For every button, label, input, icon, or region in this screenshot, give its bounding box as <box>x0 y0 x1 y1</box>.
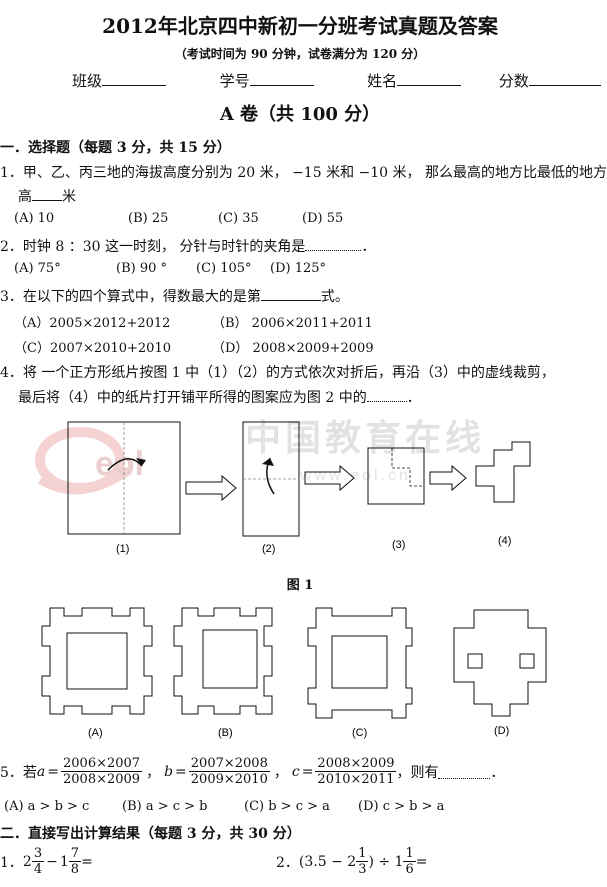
q5-option-b: (B) a > c > b <box>122 799 208 814</box>
fig1-step3-square <box>367 447 425 505</box>
q5-var-c: c <box>291 763 300 780</box>
p1-equals: = <box>81 853 93 870</box>
q5-end: ． <box>490 764 505 781</box>
figure-1: (1) (2) (3) (4) <box>67 421 531 555</box>
fig1-label-2: (2) <box>262 543 275 555</box>
q3-option-c: （C）2007×2010+2010 <box>14 341 171 356</box>
p1-operator: − <box>46 853 58 870</box>
field-score-blank[interactable] <box>528 71 601 86</box>
q1-line1: 1．甲、乙、丙三地的海拔高度分别为 20 米， −15 米和 −10 米， 那么… <box>0 165 607 181</box>
q5-prefix: 5．若 <box>0 764 37 781</box>
q3-option-b: （B） 2006×2011+2011 <box>212 316 373 331</box>
field-class-blank[interactable] <box>102 71 167 86</box>
fig1-arrow-3-icon <box>429 464 467 492</box>
q5-var-b: b <box>164 763 174 780</box>
q2-option-c: (C) 105° <box>196 261 252 276</box>
page-title: 2012年北京四中新初一分班考试真题及答案 <box>102 14 498 38</box>
fig1-arrow-2-icon <box>304 464 355 492</box>
part1-heading: 一．选择题（每题 3 分，共 15 分） <box>0 140 231 156</box>
q2-answer-blank[interactable] <box>305 237 362 251</box>
q4-text: 最后将（4）中的纸片打开铺平所得的图案应为图 2 中的 <box>18 390 367 406</box>
q5-option-d: (D) c > b > a <box>358 799 445 814</box>
q4-answer-blank[interactable] <box>366 388 407 402</box>
fig2-label-d: (D) <box>494 725 509 737</box>
q4-line2: 最后将（4）中的纸片打开铺平所得的图案应为图 2 中的 ． <box>18 387 421 407</box>
q5-then: ，则有 <box>396 764 439 781</box>
section-a-title: A 卷（共 100 分） <box>219 104 381 125</box>
q1-option-d: (D) 55 <box>302 211 344 226</box>
q2-option-b: (B) 90 ° <box>116 261 168 276</box>
fig2-option-d-shape <box>453 609 547 717</box>
q3-answer-blank[interactable] <box>260 287 321 301</box>
q1-option-c: (C) 35 <box>218 211 259 226</box>
exam-subtitle: （考试时间为 90 分钟，试卷满分为 120 分） <box>174 47 426 61</box>
q3-option-a: （A）2005×2012+2012 <box>14 316 171 331</box>
q4-line1: 4．将 一个正方形纸片按图 1 中（1）（2）的方式依次对折后，再沿（3）中的虚… <box>0 365 555 381</box>
fig2-option-a-shape <box>41 607 153 715</box>
p1-whole-2: 1 <box>59 853 69 870</box>
q5-option-a: (A) a > b > c <box>4 799 90 814</box>
q3-end: 式。 <box>320 289 349 305</box>
q3-option-d: （D） 2008×2009+2009 <box>212 341 374 356</box>
q1-option-b: (B) 25 <box>128 211 169 226</box>
student-info-fields: 班级 学号 姓名 分数 <box>72 70 601 91</box>
p1-whole-1: 2 <box>22 853 32 870</box>
q1-text-high: 高 <box>18 189 32 205</box>
fig2-option-c-shape <box>307 607 413 719</box>
fig2-option-b-shape <box>173 607 273 715</box>
fold-arrow-icon <box>107 458 143 471</box>
fig1-label-4: (4) <box>498 535 511 547</box>
q5-answer-blank[interactable] <box>438 765 491 779</box>
q4-end: ． <box>406 390 421 406</box>
q1-text-unit: 米 <box>62 189 76 205</box>
p2-prefix: (3.5 − 2 <box>298 853 357 870</box>
q5-option-c: (C) b > c > a <box>244 799 330 814</box>
q2-option-a: (A) 75° <box>14 261 61 276</box>
p2-equals: = <box>415 853 428 870</box>
fig1-step4-shape <box>475 441 531 503</box>
field-name-label: 姓名 <box>367 72 398 90</box>
figure-2: (A) (B) (C) (D) <box>41 607 547 739</box>
fig2-label-a: (A) <box>88 727 103 739</box>
fig1-label-1: (1) <box>116 543 129 555</box>
fig1-step2-rect <box>242 421 300 537</box>
p2-number: 2． <box>276 854 299 871</box>
q2-question: 2．时钟 8 ：30 这一时刻， 分针与时针的夹角是 ． <box>0 236 375 256</box>
field-id-label: 学号 <box>219 72 250 90</box>
q2-end: ． <box>361 239 376 255</box>
q3-question: 3．在以下的四个算式中，得数最大的是第 式。 <box>0 286 349 306</box>
p1-number: 1． <box>0 854 23 871</box>
p2-middle: ) ÷ 1 <box>368 853 404 870</box>
field-score-label: 分数 <box>498 72 529 90</box>
field-id-blank[interactable] <box>249 71 314 86</box>
q2-option-d: (D) 125° <box>270 261 327 276</box>
q5-var-a: a <box>36 763 46 780</box>
q3-text: 3．在以下的四个算式中，得数最大的是第 <box>0 289 261 305</box>
field-name-blank[interactable] <box>397 71 462 86</box>
fig1-arrow-1-icon <box>185 474 237 502</box>
fig1-label-3: (3) <box>392 539 405 551</box>
field-class-label: 班级 <box>72 72 103 90</box>
fig1-step1-square <box>67 421 181 535</box>
q1-line2: 高米 <box>18 186 76 206</box>
q1-answer-blank[interactable] <box>32 187 62 201</box>
fig2-label-c: (C) <box>352 727 367 739</box>
fig2-label-b: (B) <box>218 727 233 739</box>
q1-option-a: (A) 10 <box>14 211 55 226</box>
q2-text: 2．时钟 8 ：30 这一时刻， 分针与时针的夹角是 <box>0 239 306 255</box>
fig1-caption: 图 1 <box>286 578 314 593</box>
part2-heading: 二．直接写出计算结果（每题 3 分，共 30 分） <box>0 826 301 842</box>
